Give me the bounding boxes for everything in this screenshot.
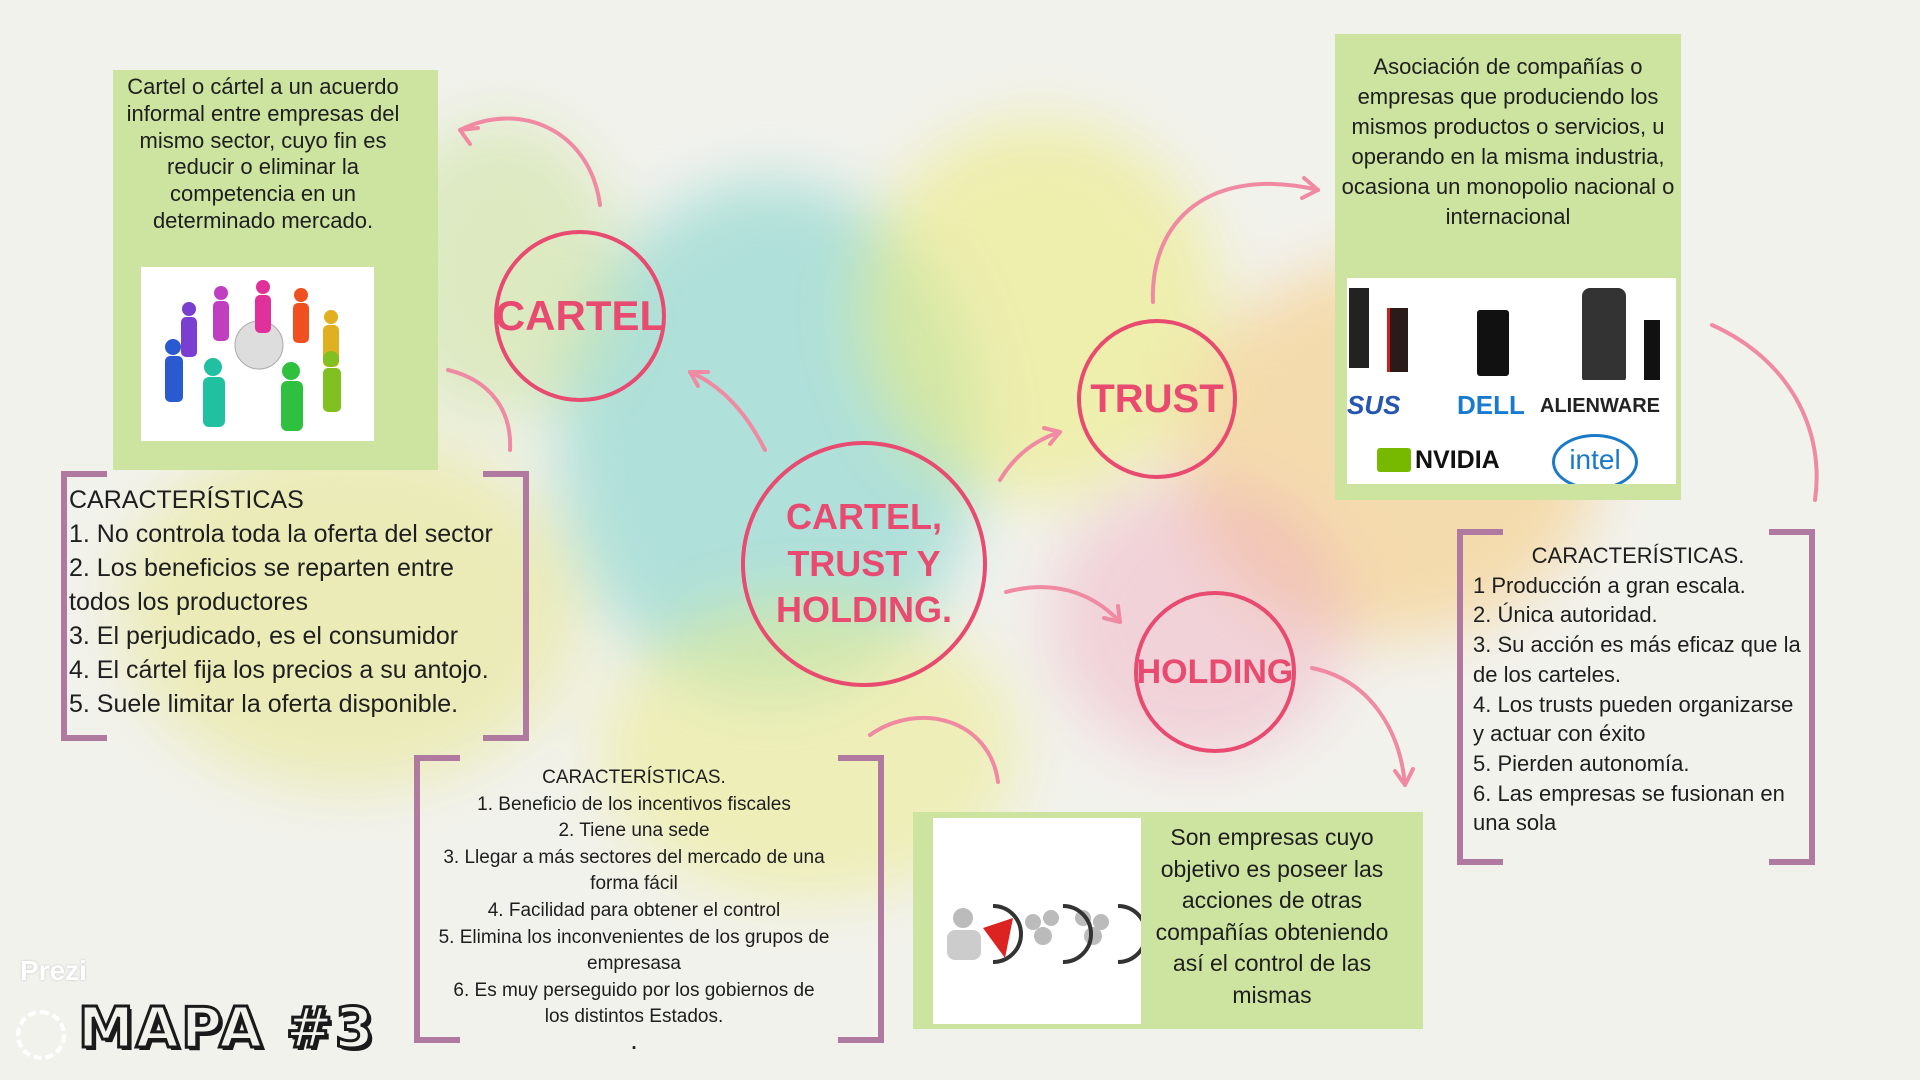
cartel-characteristic: 1. No controla toda la oferta del sector <box>69 520 493 548</box>
holding-characteristic: . <box>631 1032 637 1054</box>
trust-characteristics-title: CARACTERÍSTICAS. <box>1531 543 1745 568</box>
trust-characteristic: 3. Su acción es más eficaz que la de los… <box>1473 632 1801 687</box>
holding-definition-box: Son empresas cuyo objetivo es poseer las… <box>913 812 1423 1029</box>
holding-characteristic: 5. Elimina los inconvenientes de los gru… <box>438 926 830 975</box>
trust-definition: Asociación de compañías o empresas que p… <box>1341 54 1675 229</box>
holding-definition: Son empresas cuyo objetivo es poseer las… <box>1155 824 1389 1008</box>
cartel-definition-box: Cartel o cártel a un acuerdo informal en… <box>113 70 438 470</box>
trust-characteristic: 2. Única autoridad. <box>1473 602 1658 628</box>
alienware-logo: ALIENWARE <box>1540 395 1660 417</box>
holding-characteristics-bracket: CARACTERÍSTICAS. 1. Beneficio de los inc… <box>414 755 884 1054</box>
cartel-characteristic: 5. Suele limitar la oferta disponible. <box>69 690 459 718</box>
intel-logo: intel <box>1552 434 1638 484</box>
holding-characteristic: 1. Beneficio de los incentivos fiscales <box>477 793 791 815</box>
holding-characteristic: 3. Llegar a más sectores del mercado de … <box>443 846 825 895</box>
nvidia-logo: NVIDIA <box>1415 446 1500 474</box>
trust-characteristic: 6. Las empresas se fusionan en una sola <box>1473 780 1785 836</box>
trust-characteristic: 1 Producción a gran escala. <box>1473 572 1746 598</box>
cartel-node[interactable]: CARTEL <box>494 230 666 402</box>
cartel-characteristic: 3. El perjudicado, es el consumidor <box>69 622 459 650</box>
holding-characteristic: 6. Es muy perseguido por los gobiernos d… <box>453 979 815 1028</box>
cartel-title: CARTEL <box>494 292 666 339</box>
nvidia-eye-icon <box>1377 448 1411 472</box>
central-title: CARTEL, TRUST Y HOLDING. <box>776 495 952 631</box>
people-circle-icon <box>141 267 374 441</box>
cartel-characteristic: 4. El cártel fija los precios a su antoj… <box>69 656 489 684</box>
prezi-logo-icon <box>16 1010 66 1060</box>
holding-node[interactable]: HOLDING <box>1134 591 1296 753</box>
holding-characteristic: 2. Tiene una sede <box>558 820 710 842</box>
cartel-definition: Cartel o cártel a un acuerdo informal en… <box>126 74 400 234</box>
central-topic-node[interactable]: CARTEL, TRUST Y HOLDING. <box>741 441 987 687</box>
dell-logo: DELL <box>1457 390 1525 420</box>
asus-logo: SUS <box>1347 390 1401 420</box>
cartel-characteristics-title: CARACTERÍSTICAS <box>69 486 304 514</box>
cartel-characteristic: 2. Los beneficios se reparten entre todo… <box>69 554 454 616</box>
people-groups-icon <box>933 818 1141 1024</box>
trust-characteristics-bracket: CARACTERÍSTICAS. 1 Producción a gran esc… <box>1457 529 1815 865</box>
computer-brands-image: SUS DELL ALIENWARE NVIDIA intel <box>1347 278 1676 484</box>
trust-definition-box: Asociación de compañías o empresas que p… <box>1335 34 1681 500</box>
holding-characteristic: 4. Facilidad para obtener el control <box>487 899 781 921</box>
cartel-characteristics-bracket: CARACTERÍSTICAS 1. No controla toda la o… <box>61 471 529 741</box>
trust-characteristic: 4. Los trusts pueden organizarse y actua… <box>1473 691 1794 747</box>
prezi-watermark: Prezi <box>20 955 87 986</box>
trust-characteristic: 5. Pierden autonomía. <box>1473 750 1690 776</box>
trust-node[interactable]: TRUST <box>1077 319 1237 479</box>
holding-title: HOLDING <box>1136 652 1294 691</box>
trust-title: TRUST <box>1090 376 1224 421</box>
holding-characteristics-title: CARACTERÍSTICAS. <box>542 767 726 788</box>
map-title: MAPA #3 <box>77 995 376 1063</box>
